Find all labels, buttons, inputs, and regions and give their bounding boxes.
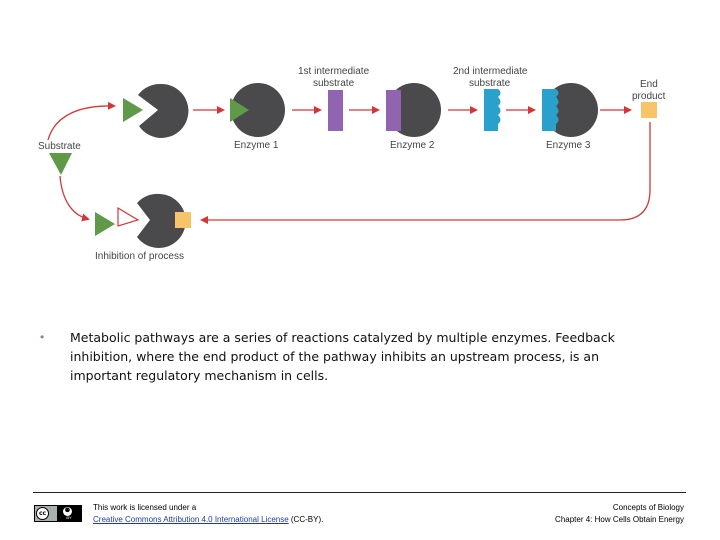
enzyme-1-label: Enzyme 1: [234, 140, 279, 151]
inhibited-enzyme: [137, 193, 186, 248]
chapter-title: Chapter 4: How Cells Obtain Energy: [555, 515, 684, 524]
book-info: Concepts of Biology Chapter 4: How Cells…: [555, 502, 684, 526]
first-intermediate-bound-enzyme-2: [386, 90, 401, 131]
license-link[interactable]: Creative Commons Attribution 4.0 Interna…: [93, 515, 289, 524]
end-product-bound-inhibitor: [175, 212, 191, 228]
second-intermediate-bound-enzyme-3: [542, 89, 559, 131]
first-intermediate-substrate: [328, 90, 343, 131]
bullet-text: Metabolic pathways are a series of react…: [70, 330, 615, 383]
enzyme-3-label: Enzyme 3: [546, 140, 591, 151]
by-text: BY: [66, 515, 72, 520]
end-product-label-line2: product: [632, 91, 666, 102]
substrate-entering-enzyme: [123, 98, 143, 122]
second-intermediate-label-line1: 2nd intermediate: [453, 66, 528, 77]
license-notice: This work is licensed under a Creative C…: [93, 502, 323, 526]
enzyme-0: [138, 83, 189, 138]
second-intermediate-label-line2: substrate: [469, 78, 511, 89]
arrow-substrate-to-inhibition: [59, 175, 90, 222]
substrate-triangle: [49, 153, 72, 175]
attribution-person-icon: ⚉: [63, 507, 72, 516]
license-prefix: This work is licensed under a: [93, 503, 197, 512]
second-intermediate-substrate: [484, 89, 501, 131]
bullet-marker: •: [40, 330, 45, 344]
substrate-blocked: [95, 212, 115, 236]
enzyme-2-label: Enzyme 2: [390, 140, 435, 151]
book-title: Concepts of Biology: [612, 503, 684, 512]
substrate-bound-enzyme-1: [230, 98, 249, 122]
first-intermediate-label-line2: substrate: [313, 78, 355, 89]
first-intermediate-label-line1: 1st intermediate: [298, 66, 370, 77]
enzyme-3: [544, 83, 598, 137]
license-suffix: (CC-BY).: [288, 515, 324, 524]
end-product-label-line1: End: [640, 79, 658, 90]
cc-by-license-badge[interactable]: cc ⚉ BY: [34, 505, 82, 522]
by-block: ⚉ BY: [57, 506, 81, 521]
footer-divider: [33, 492, 686, 493]
inhibition-label: Inhibition of process: [95, 251, 184, 262]
enzyme-1: [231, 83, 285, 137]
feedback-inhibition-arrow: [200, 122, 651, 224]
inhibited-pocket-outline: [117, 206, 140, 227]
end-product-square: [641, 102, 657, 118]
license-line: Creative Commons Attribution 4.0 Interna…: [93, 514, 323, 526]
cc-icon: cc: [36, 507, 49, 520]
arrow-substrate-to-first-enzyme: [47, 101, 116, 141]
feedback-inhibition-diagram: Substrate Enzyme 1 1st intermediate subs…: [38, 66, 666, 262]
substrate-label: Substrate: [38, 141, 81, 152]
